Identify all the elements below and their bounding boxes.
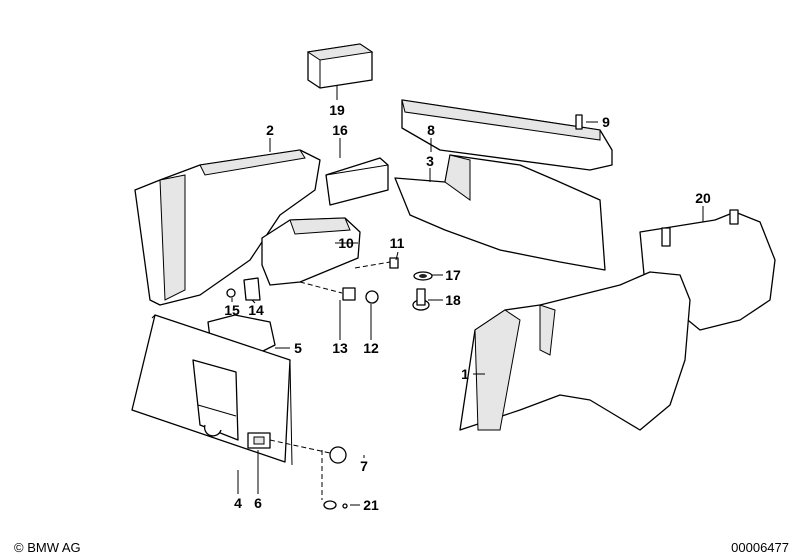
callout-11: 11 bbox=[389, 235, 405, 251]
callout-10: 10 bbox=[338, 235, 354, 251]
callout-2: 2 bbox=[266, 122, 274, 138]
callout-18: 18 bbox=[445, 292, 461, 308]
part-15-screw bbox=[226, 288, 236, 298]
part-8-rear-panel-trim bbox=[401, 99, 613, 171]
callout-12: 12 bbox=[363, 340, 379, 356]
callout-13: 13 bbox=[332, 340, 348, 356]
callout-3: 3 bbox=[426, 153, 434, 169]
part-6-latch bbox=[247, 432, 271, 449]
part-2-side-trim bbox=[134, 149, 321, 306]
part-3-trim-panel bbox=[394, 154, 606, 271]
part-18-fastener bbox=[412, 288, 430, 311]
callout-15: 15 bbox=[224, 302, 240, 318]
part-14-bracket bbox=[243, 277, 261, 301]
part-13-nut bbox=[342, 287, 356, 301]
diagram-id: 00006477 bbox=[731, 540, 789, 555]
part-21-screw bbox=[323, 500, 348, 510]
callout-9: 9 bbox=[602, 114, 610, 130]
callout-4: 4 bbox=[234, 495, 242, 511]
part-11-clip bbox=[389, 257, 399, 269]
part-16-bracket bbox=[325, 157, 389, 206]
callout-20: 20 bbox=[695, 190, 711, 206]
part-10-cover bbox=[261, 217, 361, 286]
part-4-floor-panel bbox=[131, 314, 293, 466]
callout-17: 17 bbox=[445, 267, 461, 283]
part-12-screw bbox=[365, 290, 379, 304]
copyright-text: © BMW AG bbox=[14, 540, 81, 555]
part-1-side-trim bbox=[459, 271, 691, 431]
part-19-box bbox=[306, 43, 374, 89]
callout-1: 1 bbox=[461, 366, 469, 382]
leader-lines bbox=[231, 86, 704, 506]
callout-16: 16 bbox=[332, 122, 348, 138]
callout-5: 5 bbox=[294, 340, 302, 356]
part-7-knob bbox=[329, 446, 347, 464]
part-9-clip bbox=[575, 114, 583, 130]
callout-8: 8 bbox=[427, 122, 435, 138]
callout-6: 6 bbox=[254, 495, 262, 511]
callout-19: 19 bbox=[329, 102, 345, 118]
part-17-grommet bbox=[413, 271, 433, 281]
callout-14: 14 bbox=[248, 302, 264, 318]
callout-7: 7 bbox=[360, 458, 368, 474]
callout-21: 21 bbox=[363, 497, 379, 513]
